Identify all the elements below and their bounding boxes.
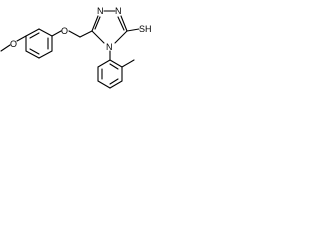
molecule-diagram: O O N N N SH [0,6,152,89]
ring1-double-3 [29,48,40,55]
methoxy-group [0,35,27,52]
atom-labels: O O N N N SH [10,6,152,52]
ring2-bond-a [97,59,111,68]
triazole-c5-n1 [91,15,99,32]
ether-oxygen-label: O [61,26,68,36]
o-ch2-bond [68,30,81,38]
ether-linker [51,30,93,38]
aryl-o-bond [51,30,62,37]
triazole-n2-c3-double [117,16,125,31]
ring2-double-3 [109,63,119,70]
c3-s-bond [126,28,140,32]
triazole-n1-label: N [97,6,104,16]
triazole-c5-n1-double [94,16,101,30]
triazole-ring [91,10,128,44]
tolyl-ring [97,59,135,89]
ring1-double-1 [29,32,40,39]
thiol-label: SH [139,24,152,34]
ring1-bond-e [25,50,40,59]
ring1-bond-d [38,50,53,59]
ring2-double-2 [109,78,119,85]
methoxy-o-aryl-bond [16,35,27,42]
ring2-bond-f [109,59,123,68]
triazole-n2-label: N [115,6,122,16]
ring2-bond-c [97,80,111,89]
ch2-triazole-bond [79,30,93,38]
triazole-n4-label: N [106,42,113,52]
ring2-bond-d [109,80,123,89]
anisole-ring [25,28,53,59]
triazole-n4-c5 [91,30,105,44]
ring1-bond-b [38,28,53,37]
ring1-bond-a [25,28,40,37]
tolyl-methyl-bond [121,59,135,68]
triazole-n2-c3 [120,15,128,32]
methoxy-oxygen-label: O [10,39,17,49]
methyl-bond [0,44,11,52]
triazole-c3-n4 [114,30,128,44]
